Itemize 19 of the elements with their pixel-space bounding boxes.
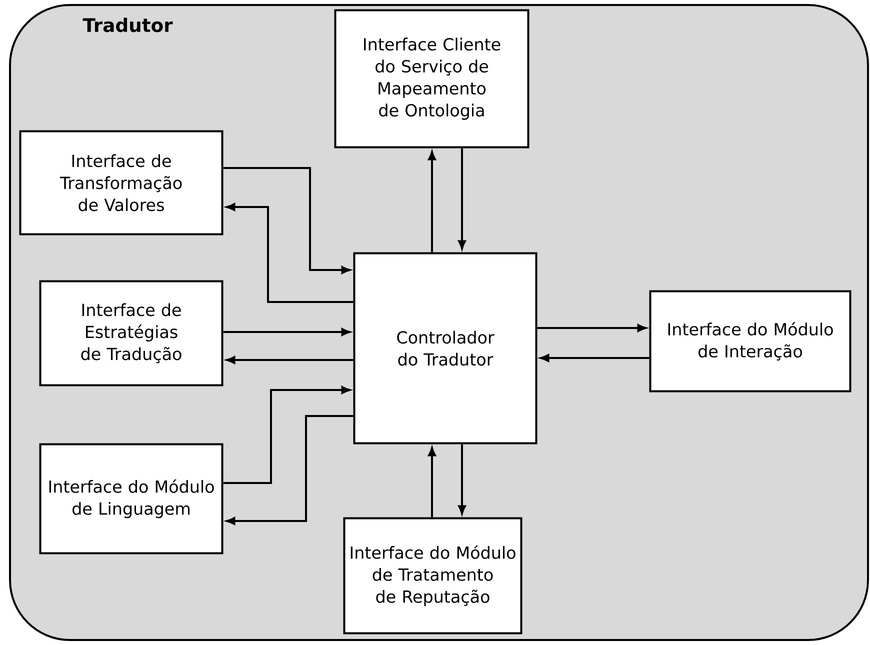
component-box: Interface Cliente do Serviço de Mapeamento de Ontologia: [334, 9, 530, 148]
arrow: [226, 415, 354, 525]
component-box: Interface do Módulo de Interação: [649, 290, 852, 392]
arrow: [226, 203, 354, 303]
arrow: [428, 447, 436, 518]
arrow: [223, 328, 350, 336]
component-box: Interface do Módulo de Tratamento de Reputação: [343, 517, 522, 634]
arrow: [223, 167, 350, 274]
arrow: [540, 354, 650, 362]
arrow: [458, 148, 466, 250]
component-box: Interface de Estratégias de Tradução: [39, 280, 224, 386]
arrow: [458, 444, 466, 514]
component-box: Interface de Transformação de Valores: [19, 130, 224, 236]
arrow: [428, 151, 436, 252]
arrow: [226, 356, 354, 364]
component-box: Interface do Módulo de Linguagem: [39, 443, 224, 554]
component-box: Controlador do Tradutor: [353, 252, 538, 444]
arrow: [537, 324, 646, 332]
arrow: [223, 386, 350, 484]
